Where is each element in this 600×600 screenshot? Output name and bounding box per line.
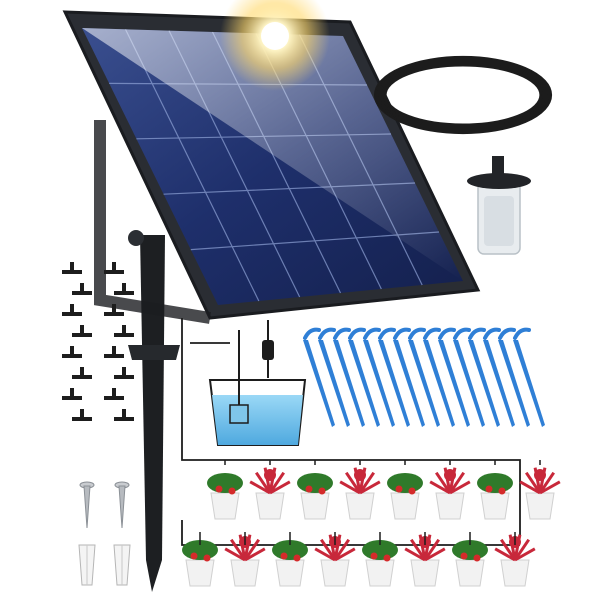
tee-connector xyxy=(62,388,82,400)
drip-stakes xyxy=(303,327,545,427)
strawberry-plant xyxy=(452,532,488,587)
wall-anchor xyxy=(113,544,131,586)
drip-stake xyxy=(348,327,380,427)
drip-stake xyxy=(393,327,425,427)
red-flower-plant xyxy=(314,532,356,587)
wall-anchor xyxy=(78,544,96,586)
drip-stake xyxy=(468,327,500,427)
strawberry-plant xyxy=(362,532,398,587)
drip-stake xyxy=(453,327,485,427)
drip-stake xyxy=(318,327,350,427)
strawberry-plant xyxy=(387,460,423,520)
tee-connectors xyxy=(62,262,134,421)
red-flower-plant xyxy=(494,532,536,587)
screw xyxy=(79,481,95,529)
drip-stake xyxy=(498,327,530,427)
sun-glare-icon xyxy=(220,0,330,91)
pump-cable xyxy=(181,318,521,546)
tee-connector xyxy=(114,409,134,421)
strawberry-plant xyxy=(182,532,218,587)
tee-connector xyxy=(72,283,92,295)
tee-connector xyxy=(114,367,134,379)
tee-connector xyxy=(104,304,124,316)
water-filter xyxy=(467,156,531,255)
drip-stake xyxy=(408,327,440,427)
strawberry-plant xyxy=(207,460,243,520)
tubing-coil xyxy=(373,55,553,135)
tee-connector xyxy=(72,325,92,337)
strawberry-plant xyxy=(297,460,333,520)
drip-stake xyxy=(513,327,545,427)
strawberry-plant xyxy=(477,460,513,520)
red-flower-plant xyxy=(249,460,291,520)
tee-connector xyxy=(104,388,124,400)
red-flower-plant xyxy=(519,460,561,520)
solar-panel xyxy=(62,10,481,324)
drip-stake xyxy=(303,327,335,427)
red-flower-plant xyxy=(224,532,266,587)
tee-connector xyxy=(72,409,92,421)
wall-anchors xyxy=(78,544,131,586)
mounting-stake xyxy=(128,230,180,592)
tee-connector xyxy=(72,367,92,379)
drip-stake xyxy=(363,327,395,427)
tee-connector xyxy=(104,262,124,274)
strawberry-plant xyxy=(272,532,308,587)
tee-connector xyxy=(114,283,134,295)
tee-connector xyxy=(114,325,134,337)
screws xyxy=(79,481,130,529)
water-pump xyxy=(229,330,249,424)
red-flower-plant xyxy=(404,532,446,587)
tee-connector xyxy=(104,346,124,358)
tee-connector xyxy=(62,304,82,316)
red-flower-plant xyxy=(429,460,471,520)
red-flower-plant xyxy=(339,460,381,520)
drip-stake xyxy=(333,327,365,427)
drip-stake xyxy=(438,327,470,427)
drip-stake xyxy=(483,327,515,427)
water-container xyxy=(208,320,307,446)
potted-plants xyxy=(182,460,561,587)
drip-stake xyxy=(423,327,455,427)
drip-stake xyxy=(378,327,410,427)
tee-connector xyxy=(62,346,82,358)
tee-connector xyxy=(62,262,82,274)
screw xyxy=(114,481,130,529)
